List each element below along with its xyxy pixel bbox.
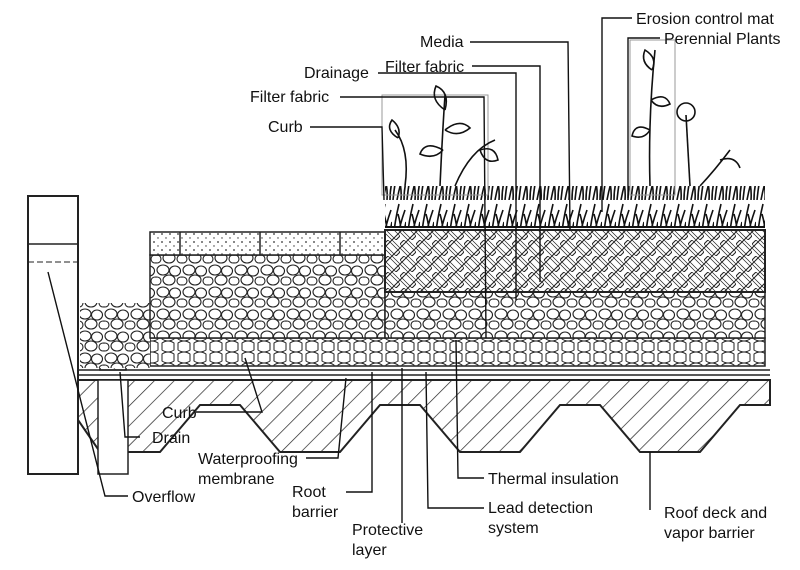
- label-protective-1: Protective: [352, 522, 423, 539]
- label-waterproofing-1: Waterproofing: [198, 451, 298, 468]
- plant-left: [388, 84, 499, 187]
- label-perennial-plants: Perennial Plants: [664, 31, 781, 48]
- vegetation-grass: [385, 186, 765, 226]
- plant-right: [631, 48, 741, 187]
- label-roof-deck-1: Roof deck and: [664, 505, 767, 522]
- gravel-ballast: [80, 303, 150, 368]
- label-waterproofing-2: membrane: [198, 471, 275, 488]
- vegetation-zone-box: [381, 94, 489, 196]
- aggregate-layer-left: [149, 254, 386, 339]
- label-leak-detection-2: system: [488, 520, 539, 537]
- label-roof-deck-2: vapor barrier: [664, 525, 755, 542]
- leader-lines: [47, 17, 660, 523]
- label-drain: Drain: [152, 430, 190, 447]
- aggregate-layer-right: [384, 291, 766, 339]
- label-leak-detection-1: Lead detection: [488, 500, 593, 517]
- label-root-barrier-2: barrier: [292, 504, 339, 521]
- label-filter-fabric-lower: Filter fabric: [250, 89, 329, 106]
- label-thermal-insulation: Thermal insulation: [488, 471, 619, 488]
- paver-curb: [149, 231, 386, 256]
- growing-media-layer: [384, 229, 766, 293]
- label-curb-top: Curb: [268, 119, 303, 136]
- vegetation-zone-box-2: [629, 39, 676, 196]
- label-drainage: Drainage: [304, 65, 369, 82]
- label-erosion-control-mat: Erosion control mat: [636, 11, 774, 28]
- label-overflow: Overflow: [132, 489, 196, 506]
- label-curb-bottom: Curb: [162, 405, 197, 422]
- parapet-wall: [27, 195, 79, 475]
- label-filter-fabric-upper: Filter fabric: [385, 59, 464, 76]
- roof-deck: [77, 369, 771, 453]
- drainage-cells-layer: [149, 337, 766, 367]
- diagram-labels: Erosion control mat Media Perennial Plan…: [132, 11, 781, 559]
- label-media: Media: [420, 34, 464, 51]
- label-protective-2: layer: [352, 542, 387, 559]
- label-root-barrier-1: Root: [292, 484, 326, 501]
